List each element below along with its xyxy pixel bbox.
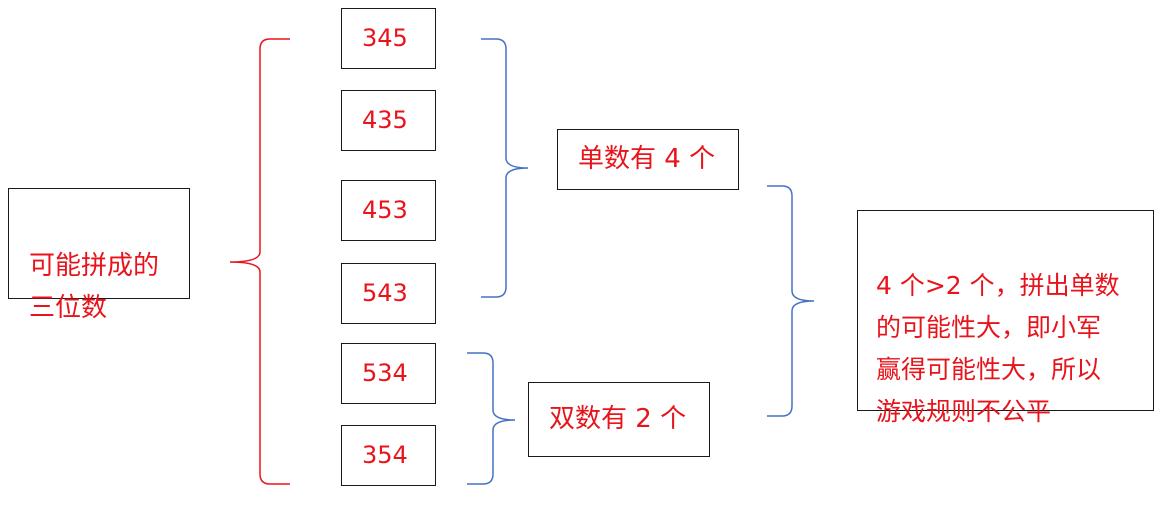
blue-brace-merge (767, 185, 815, 417)
conclusion-text: 4 个>2 个，拼出单数 的可能性大，即小军 赢得可能性大，所以 游戏规则不公平 (876, 271, 1120, 426)
number-value: 345 (362, 24, 408, 52)
odd-count-box: 单数有 4 个 (557, 129, 739, 190)
odd-count-text: 单数有 4 个 (578, 144, 716, 174)
number-box-3: 453 (341, 180, 436, 241)
number-box-5: 534 (341, 343, 436, 404)
number-box-1: 345 (341, 8, 436, 69)
number-value: 543 (362, 279, 408, 307)
number-box-2: 435 (341, 90, 436, 151)
conclusion-box: 4 个>2 个，拼出单数 的可能性大，即小军 赢得可能性大，所以 游戏规则不公平 (857, 210, 1154, 426)
number-value: 354 (362, 441, 408, 469)
even-count-box: 双数有 2 个 (528, 382, 710, 457)
number-value: 534 (362, 359, 408, 387)
even-count-text: 双数有 2 个 (549, 404, 687, 434)
number-box-6: 354 (341, 425, 436, 486)
number-value: 435 (362, 106, 408, 134)
source-label-box: 可能拼成的 三位数 (8, 188, 190, 323)
blue-brace-even (467, 352, 516, 485)
number-value: 453 (362, 196, 408, 224)
source-label-text: 可能拼成的 三位数 (29, 251, 160, 323)
red-brace (229, 38, 290, 485)
blue-brace-odd (481, 38, 529, 298)
number-box-4: 543 (341, 263, 436, 324)
